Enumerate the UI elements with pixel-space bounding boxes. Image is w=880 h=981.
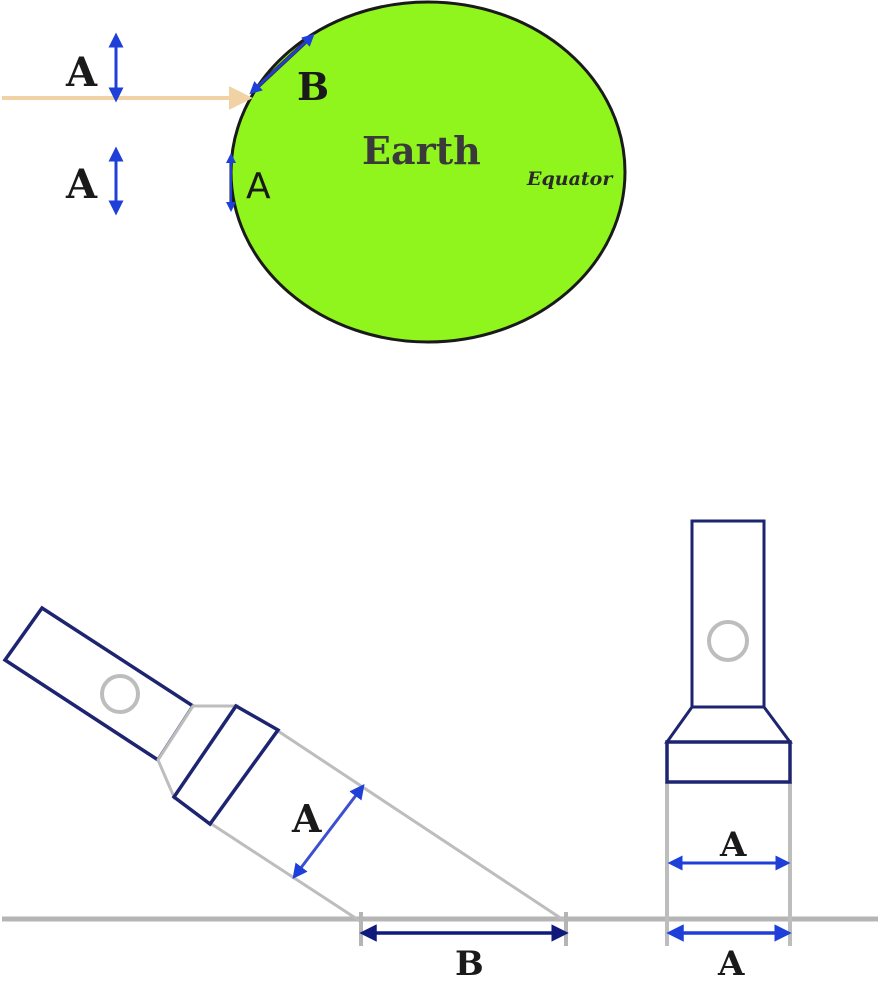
tilted-flashlight-button [100, 674, 140, 714]
upright-flashlight-neck [664, 705, 793, 744]
tilted-a-arrow [292, 784, 365, 879]
upright-flashlight-head [665, 740, 792, 784]
earth-label: Earth [362, 128, 481, 173]
tilted-flashlight [2, 605, 281, 827]
tilted-a-label: A [291, 796, 322, 841]
earth-b-arrow [249, 33, 315, 95]
earth-diagram: B A Earth Equator A A [2, 0, 627, 344]
earth-a-label: A [246, 166, 271, 207]
upright-a-beam-label: A [719, 825, 747, 865]
tilted-flashlight-handle [2, 605, 196, 763]
ground-b-label: B [455, 944, 484, 981]
tilted-flashlight-head [171, 703, 281, 827]
tilted-beam-edge-upper [271, 725, 566, 923]
left-a-bottom-label: A [65, 161, 98, 208]
flashlight-diagram: A B A A [2, 519, 878, 981]
upright-flashlight-handle [690, 519, 766, 709]
earth-b-label: B [297, 64, 329, 109]
equator-label: Equator [526, 168, 614, 190]
upright-flashlight-button [707, 620, 749, 662]
left-a-top-label: A [65, 49, 98, 96]
tilted-beam-edge-lower [209, 821, 361, 923]
upright-a-ground-label: A [717, 944, 745, 981]
upright-flashlight [664, 519, 793, 784]
